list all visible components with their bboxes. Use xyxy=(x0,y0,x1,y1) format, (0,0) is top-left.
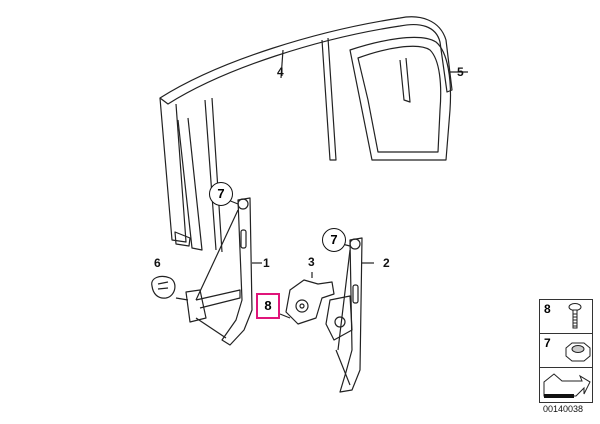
legend-number: 7 xyxy=(544,336,551,350)
diagram-code: 00140038 xyxy=(543,404,584,414)
window-motor xyxy=(279,272,335,325)
window-frame-seal xyxy=(159,16,453,253)
clip-part xyxy=(151,275,176,299)
callout-7-right[interactable]: 7 xyxy=(322,228,346,252)
legend-item-screw[interactable]: 8 xyxy=(540,300,592,334)
window-regulator-right xyxy=(325,237,374,393)
legend-item-nut[interactable]: 7 xyxy=(540,334,592,368)
callout-6[interactable]: 6 xyxy=(154,256,161,270)
callout-2[interactable]: 2 xyxy=(383,256,390,270)
callout-7-left[interactable]: 7 xyxy=(209,182,233,206)
window-seal xyxy=(349,36,468,161)
arrow-icon xyxy=(543,373,591,398)
callout-3[interactable]: 3 xyxy=(308,255,315,269)
callout-4[interactable]: 4 xyxy=(277,65,284,79)
screw-icon xyxy=(568,303,582,329)
hex-nut-icon xyxy=(565,342,591,362)
parts-legend: 8 7 xyxy=(539,299,593,403)
window-regulator-left xyxy=(175,197,262,346)
legend-item-arrow[interactable] xyxy=(540,368,592,402)
callout-1[interactable]: 1 xyxy=(263,256,270,270)
callout-8-highlighted[interactable]: 8 xyxy=(256,293,280,319)
legend-number: 8 xyxy=(544,302,551,316)
callout-5[interactable]: 5 xyxy=(457,65,464,79)
